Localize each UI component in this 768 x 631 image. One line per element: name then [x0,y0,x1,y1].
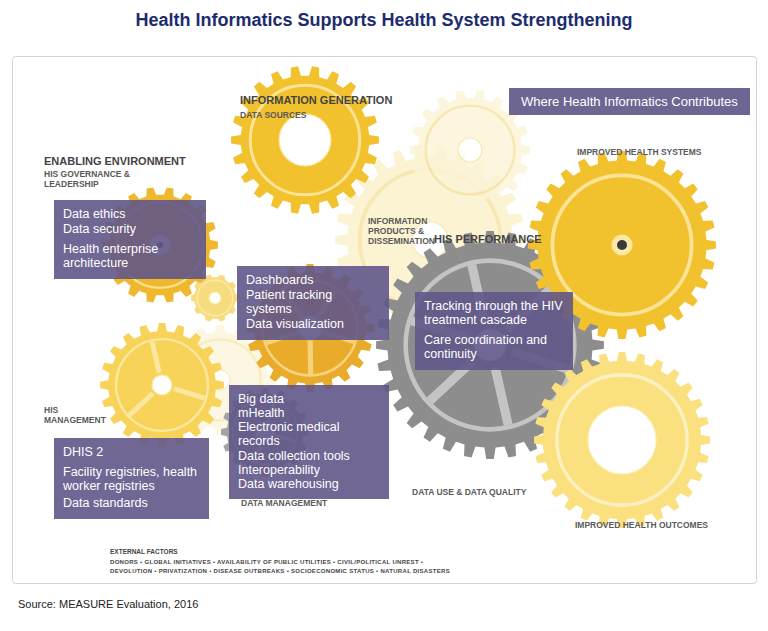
box-item: Data ethics [63,207,197,221]
gear-teeth [231,66,379,213]
info-box: DashboardsPatient tracking systemsData v… [237,266,389,340]
gear-spoke [152,341,159,372]
gear [191,275,239,322]
box-item: Tracking through the HIV treatment casca… [424,299,564,327]
box-item: Interoperability [238,463,380,477]
gear-spoke [495,367,508,425]
section-label: DATA MANAGEMENT [241,499,327,509]
box-item: Data warehousing [238,477,380,491]
gear-teeth [191,275,239,322]
box-item: Health enterprise architecture [63,242,197,270]
gear-teeth [534,352,710,528]
gear-teeth [100,323,224,447]
gear-hub [209,292,221,304]
box-item: DHIS 2 [63,445,200,459]
box-item: Electronic medical records [238,420,380,448]
section-label: IMPROVED HEALTH SYSTEMS [577,148,702,158]
gear-spoke [174,389,205,399]
box-item: Data security [63,222,197,236]
gear-spoke [129,393,153,415]
gear [534,352,710,528]
gear-axle [617,240,627,250]
box-item: Patient tracking systems [246,288,380,316]
box-item: Care coordination and continuity [424,333,564,361]
gear-hub [588,406,656,474]
section-label: DONORS • GLOBAL INITIATIVES • AVAILABILI… [110,558,465,575]
section-label: IMPROVED HEALTH OUTCOMES [575,521,708,531]
gear [100,323,224,447]
section-label: INFORMATION GENERATION [240,94,392,107]
box-item: mHealth [238,406,380,420]
box-item: Dashboards [246,273,380,287]
legend-text: Where Health Informatics Contributes [521,94,738,109]
gear-ring [552,175,691,314]
gear-hub [612,235,632,255]
gear-ring [557,375,687,505]
gear-hub [458,138,482,162]
gear-ring [197,280,233,316]
section-label: DATA USE & DATA QUALITY [412,488,526,498]
info-box: Tracking through the HIV treatment casca… [415,292,573,370]
legend-swatch: Where Health Informatics Contributes [509,88,750,115]
info-box: Data ethicsData securityHealth enterpris… [54,200,206,279]
info-box: Big datamHealthElectronic medical record… [229,385,389,499]
gear-ring [426,106,515,195]
gear-spoke [308,341,314,374]
section-label: HIS PERFORMANCE [434,233,542,246]
gear-hub [279,114,331,166]
box-item: Data collection tools [238,449,380,463]
box-item: Data standards [63,496,200,510]
box-item: Big data [238,392,380,406]
section-label: ENABLING ENVIRONMENT [44,155,186,168]
info-box: DHIS 2 Facility registries, health worker… [54,438,209,519]
box-item: Data visualization [246,317,380,331]
section-label: HIS MANAGEMENT [44,406,61,426]
source-caption: Source: MEASURE Evaluation, 2016 [18,598,198,610]
section-label: DATA SOURCES [240,111,306,121]
diagram-title: Health Informatics Supports Health Syste… [0,10,768,31]
gear-ring [116,339,208,431]
section-label: HIS GOVERNANCE & LEADERSHIP [44,170,132,190]
box-item: Facility registries, health worker regis… [63,465,200,493]
section-label: EXTERNAL FACTORS [110,548,178,555]
panel-frame [13,57,757,584]
gear-hub [152,375,172,395]
gear [231,66,379,213]
